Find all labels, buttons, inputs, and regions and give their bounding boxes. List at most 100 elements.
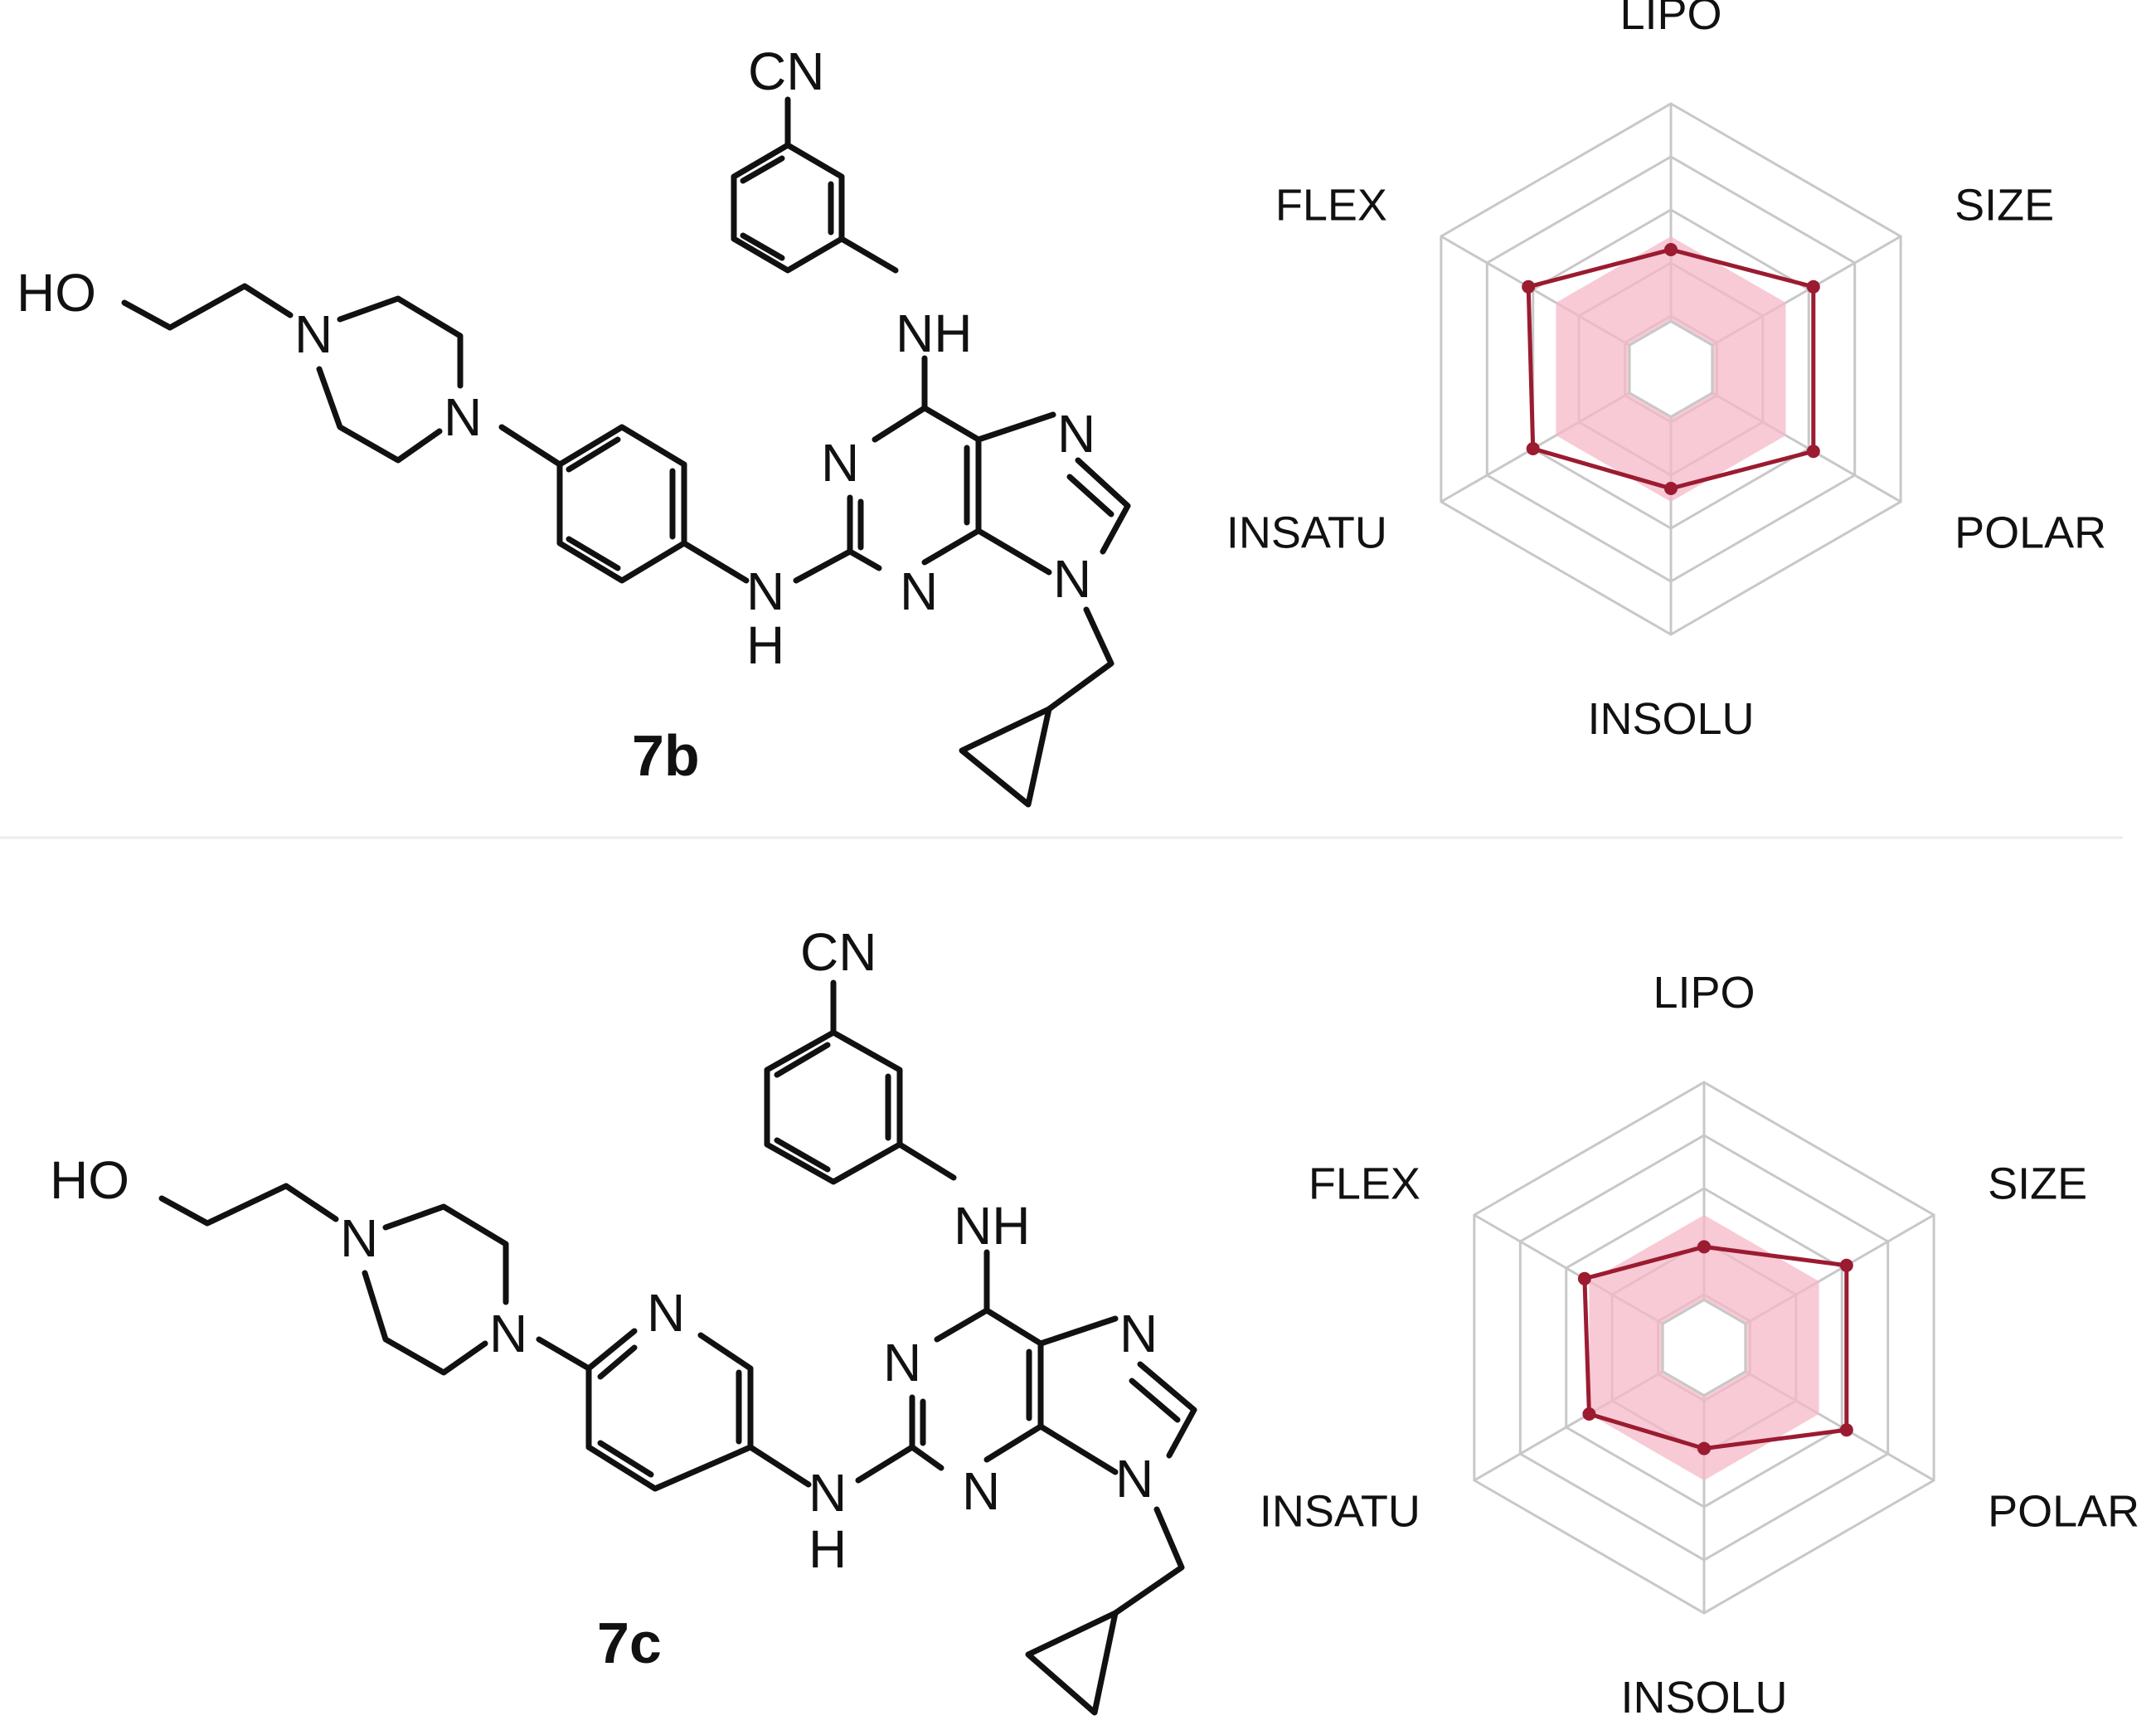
piperazine-ring <box>337 295 464 389</box>
ring-double-bond <box>740 232 785 261</box>
bond-c2-nh <box>793 548 853 584</box>
radar-axis-label: FLEX <box>1309 1159 1420 1209</box>
radar-axis-label: SIZE <box>1954 181 2054 231</box>
radar-data-point <box>1697 1240 1711 1254</box>
imidazole-ring <box>975 411 1056 443</box>
purine-ring <box>847 494 882 571</box>
ring-double-bond <box>566 436 621 473</box>
radar-axis-label: POLAR <box>1988 1487 2139 1537</box>
piperazine-ring <box>316 366 443 464</box>
imidazole-ring <box>975 527 1052 576</box>
atom-link-h: H <box>746 615 784 675</box>
ring-double-bond <box>1066 474 1114 518</box>
radar-data-point <box>1806 445 1820 459</box>
radar-axis-label: INSOLU <box>1587 694 1754 744</box>
atom-ho: HO <box>17 263 96 323</box>
bond-ethyl <box>121 283 294 331</box>
ring-double-bond <box>1129 1378 1181 1423</box>
atom-link-n: N <box>808 1463 847 1523</box>
bond-c2-nh <box>855 1444 915 1484</box>
radar-optimal-range <box>1589 1215 1819 1480</box>
atom-nh-top: NH <box>896 304 972 363</box>
compound-label: 7c <box>597 1611 662 1675</box>
atom-nh-top: NH <box>954 1196 1030 1256</box>
radar-center <box>1628 319 1714 419</box>
radar-axis-label: LIPO <box>1619 0 1721 39</box>
radar-optimal-range <box>1556 236 1786 502</box>
imidazole-ring <box>1075 457 1131 555</box>
atom-n7: N <box>1057 404 1095 464</box>
purine-ring <box>921 405 982 566</box>
atom-n1: N <box>883 1333 921 1392</box>
radar-axis-label: SIZE <box>1988 1159 2087 1209</box>
radar-data-point <box>1526 442 1540 455</box>
atom-ho: HO <box>50 1150 129 1210</box>
atom-n7: N <box>1119 1304 1158 1363</box>
radar-data-point <box>1664 482 1678 495</box>
ring-double-bond <box>774 1137 831 1173</box>
radar-axis-label: INSATU <box>1260 1487 1420 1537</box>
atom-pip-n1: N <box>340 1208 378 1268</box>
ring-double-bond <box>566 536 621 571</box>
purine-ring <box>872 405 928 443</box>
radar-data-point <box>1582 1407 1596 1421</box>
atom-n9: N <box>1115 1449 1153 1509</box>
pyridine-ring <box>697 1332 754 1450</box>
bond-ethyl <box>158 1183 339 1227</box>
imidazole-ring <box>1037 1423 1119 1475</box>
radar-data-point <box>1664 243 1678 256</box>
atom-n1: N <box>821 433 859 493</box>
radar-axis-label: INSOLU <box>1620 1673 1787 1723</box>
bond-ch2 <box>1112 1506 1185 1616</box>
pyridine-ring <box>585 1328 754 1492</box>
radar-data-point <box>1839 1423 1853 1437</box>
cyclopropyl-ring <box>1025 1610 1119 1716</box>
bond-phenyl-pip <box>498 424 563 468</box>
atom-n3: N <box>962 1461 1000 1521</box>
ring-double-bond <box>740 155 785 184</box>
bond-py-pip <box>536 1336 592 1372</box>
atom-py-n: N <box>647 1283 685 1343</box>
radar-data-point <box>1806 279 1820 294</box>
structure-7c: CN NH N N N N N H N <box>50 922 1197 1716</box>
bond-aryl-nh <box>838 236 899 274</box>
compound-label: 7b <box>632 723 700 788</box>
radar-axis-label: LIPO <box>1653 968 1755 1018</box>
bond-ch2 <box>1046 606 1114 712</box>
radar-data-point <box>1577 1271 1591 1285</box>
atom-n3: N <box>900 561 938 621</box>
bond-nh-phenyl <box>681 540 750 584</box>
imidazole-ring <box>1037 1315 1119 1347</box>
ring-double-bond <box>597 1440 654 1478</box>
radar-chart-7c: LIPO SIZE POLAR INSOLU INSATU FLEX <box>1260 968 2139 1723</box>
atom-cn: CN <box>748 41 824 101</box>
atom-link-h: H <box>808 1519 847 1579</box>
radar-data-point <box>1522 279 1536 294</box>
benzonitrile-ring <box>731 142 845 274</box>
atom-pip-n1: N <box>294 304 333 364</box>
radar-center <box>1661 1298 1747 1397</box>
bond-nh-pyridine <box>747 1444 812 1488</box>
radar-data-point <box>1839 1258 1853 1272</box>
radar-axis-label: POLAR <box>1954 508 2106 558</box>
cyclopropyl-ring <box>959 706 1052 808</box>
purine-ring <box>909 1394 944 1471</box>
ring-double-bond <box>774 1042 831 1078</box>
radar-data-point <box>1697 1441 1711 1455</box>
structure-7b: CN NH N N N N N H <box>17 41 1131 808</box>
bond-aryl-nh <box>896 1141 957 1181</box>
piperazine-ring <box>382 1203 509 1305</box>
purine-ring <box>983 1307 1044 1463</box>
imidazole-ring <box>1137 1361 1197 1459</box>
purine-ring <box>934 1307 990 1343</box>
ring-double-bond <box>597 1344 638 1380</box>
phenyl-ring <box>556 424 687 584</box>
atom-pip-n2: N <box>489 1304 527 1363</box>
atom-pip-n2: N <box>444 387 482 447</box>
atom-n9: N <box>1053 549 1091 609</box>
piperazine-ring <box>362 1270 488 1376</box>
benzonitrile-ring <box>764 1029 903 1185</box>
radar-axis-label: INSATU <box>1226 508 1387 558</box>
